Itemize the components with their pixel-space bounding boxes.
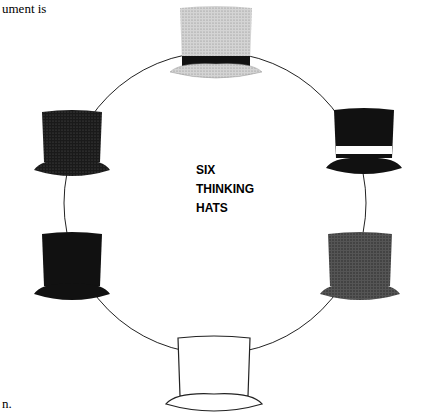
page-fragment-text: ument is (2, 1, 46, 16)
center-title: SIX THINKING HATS (196, 161, 276, 218)
dark-hat (34, 110, 110, 176)
hat-circle: SIX THINKING HATS (63, 51, 367, 355)
black-hat (34, 232, 110, 300)
light-hat (170, 6, 262, 78)
black-banded-hat (326, 108, 402, 174)
white-hat (166, 336, 262, 411)
page-fragment-text: n. (2, 396, 12, 411)
grey-hat (320, 232, 400, 300)
